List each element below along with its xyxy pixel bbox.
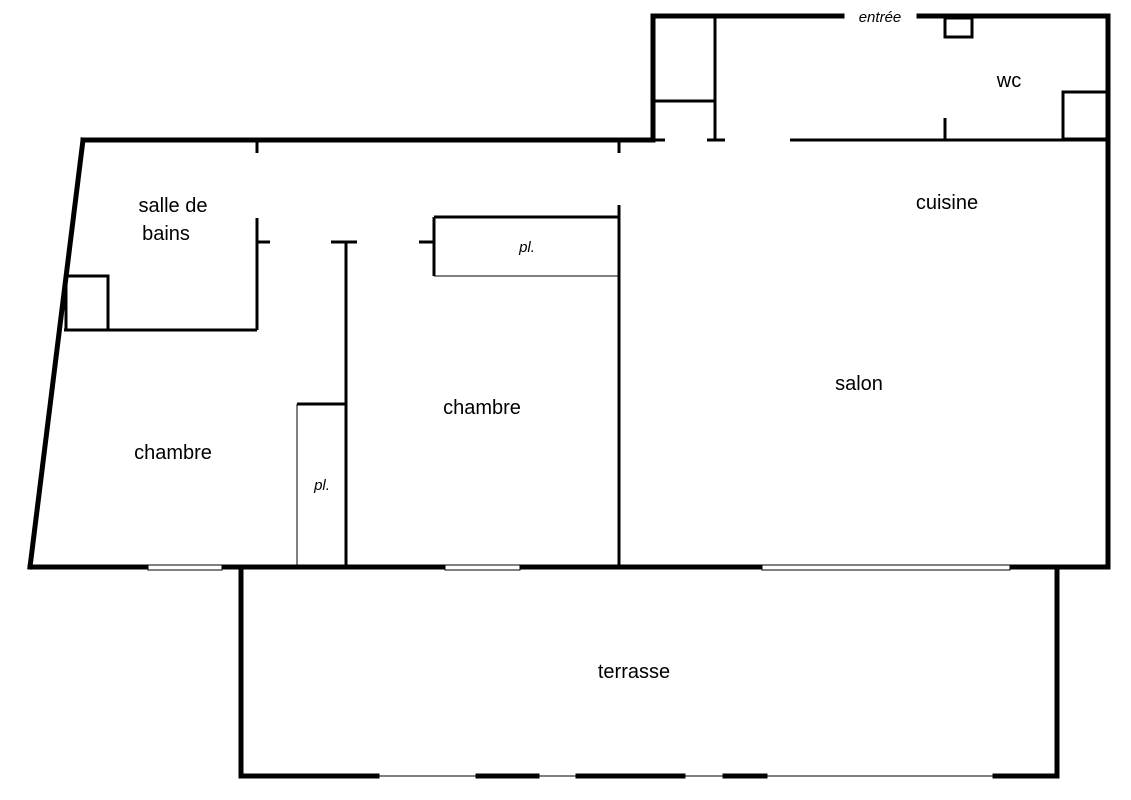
room-label-terrasse: terrasse: [598, 661, 670, 683]
interior-walls: [64, 16, 1109, 567]
room-label-salle-de-bains-line1: salle de: [139, 195, 208, 217]
room-label-chambre-left: chambre: [134, 442, 212, 464]
room-label-cuisine: cuisine: [916, 192, 978, 214]
room-label-placard-left: pl.: [313, 477, 330, 494]
window-chambre-left: [147, 564, 223, 571]
window-chambre-center: [444, 564, 521, 571]
room-label-chambre-center: chambre: [443, 397, 521, 419]
terrasse-outline: [238, 567, 1060, 779]
room-label-placard-top: pl.: [518, 239, 535, 256]
window-salon: [761, 564, 1011, 571]
outer-walls: [27, 13, 1111, 570]
room-label-salle-de-bains-line2: bains: [142, 223, 190, 245]
room-label-salon: salon: [835, 373, 883, 395]
room-label-wc: wc: [996, 70, 1021, 92]
room-label-entree: entrée: [859, 9, 902, 26]
windows: [147, 564, 1011, 571]
